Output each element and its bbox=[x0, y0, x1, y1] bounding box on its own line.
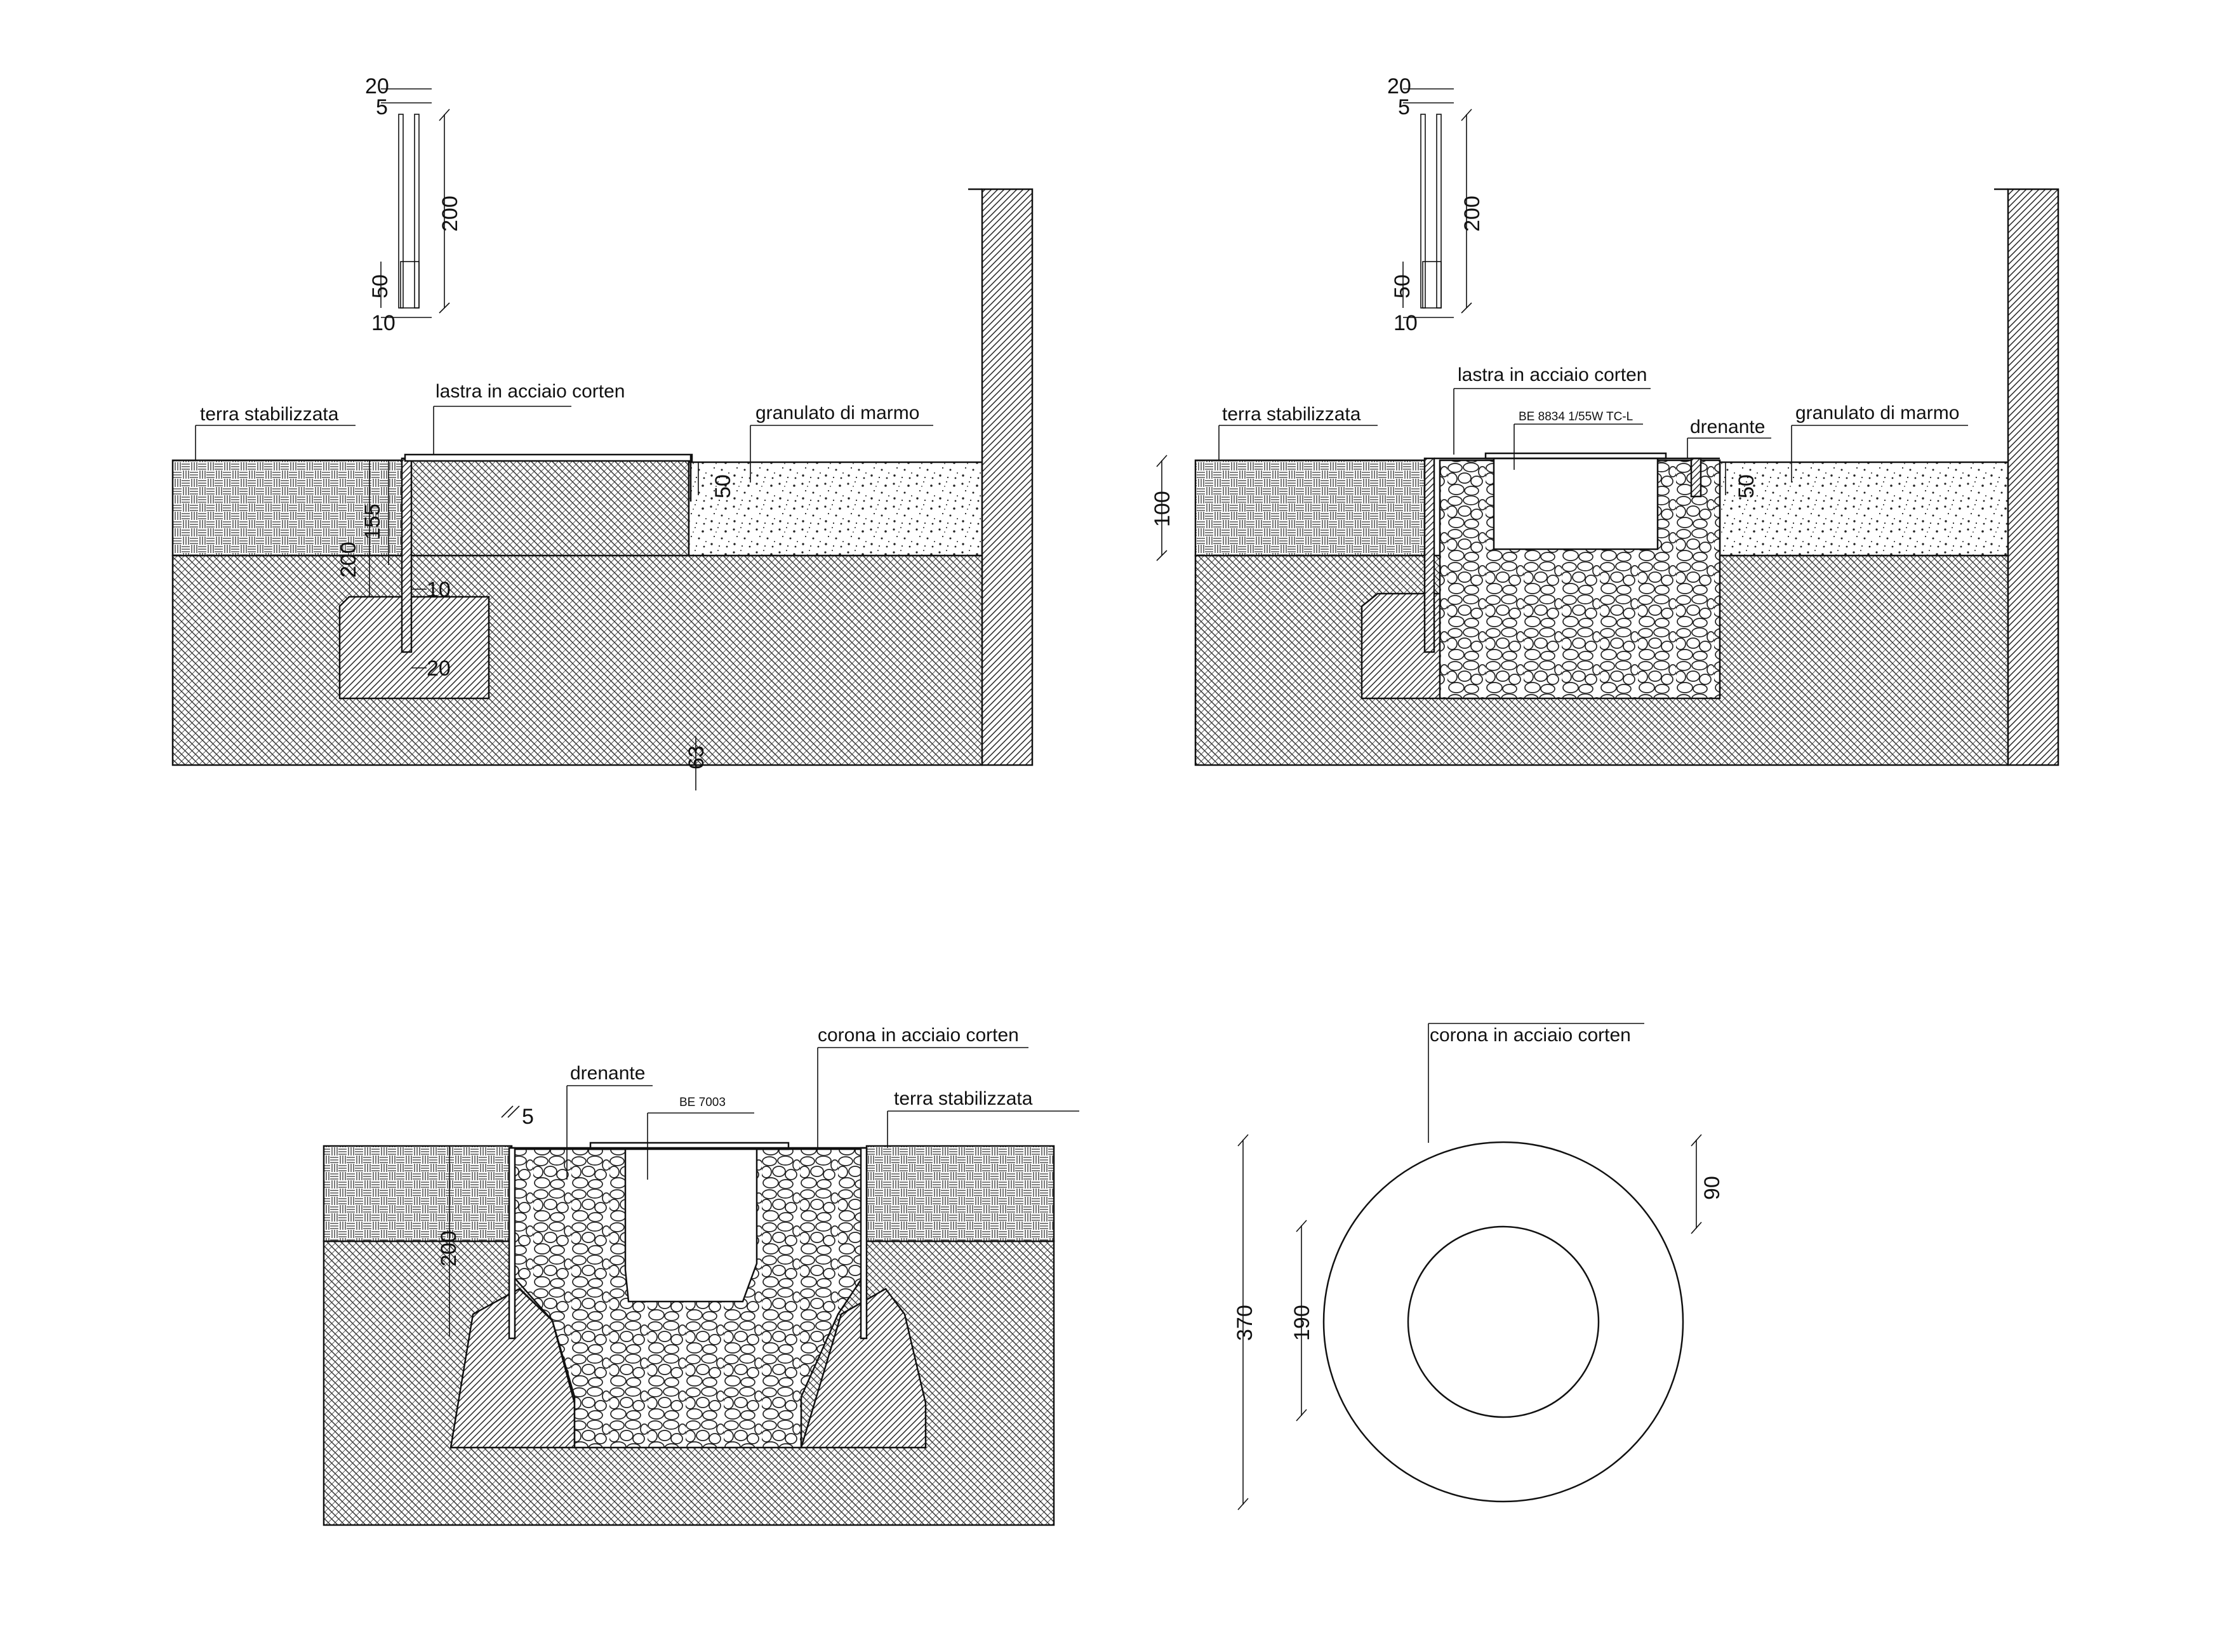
plate-elevation bbox=[1402, 88, 1472, 318]
corten-top-flange bbox=[404, 453, 693, 462]
terra-stabilizzata-layer bbox=[171, 459, 406, 557]
corona-ring-right bbox=[860, 1147, 868, 1340]
dim-offset: 10 bbox=[427, 578, 451, 602]
terra-stabilizzata-right bbox=[865, 1145, 1055, 1242]
dim-plate-band: 50 bbox=[368, 274, 392, 298]
dim-embed-part: 155 bbox=[361, 503, 385, 540]
dim-plate-top: 20 bbox=[1387, 74, 1411, 98]
concrete-footing bbox=[338, 596, 490, 700]
dim-gravel-depth: 50 bbox=[711, 474, 735, 498]
dim-footing: 20 bbox=[427, 656, 451, 681]
fixture-body bbox=[624, 1147, 758, 1303]
dim-plate-base: 10 bbox=[371, 311, 396, 335]
label-fixture-be7003: BE 7003 bbox=[679, 1096, 726, 1109]
label-corona-corten: corona in acciaio corten bbox=[1430, 1025, 1631, 1046]
detail-section-lastra: 20 5 200 50 10 terra stabilizzata lastra… bbox=[171, 74, 1034, 790]
dim-inner-diameter: 190 bbox=[1290, 1305, 1314, 1341]
dim-plate-inner: 5 bbox=[376, 95, 388, 119]
dim-plate-base: 10 bbox=[1394, 311, 1418, 335]
label-fixture-be8834: BE 8834 1/55W TC-L bbox=[1519, 410, 1633, 423]
label-drenante: drenante bbox=[1690, 416, 1765, 437]
dim-gravel-depth: 50 bbox=[1734, 474, 1759, 498]
subsoil-layer bbox=[171, 554, 983, 766]
detail-section-incasso: 20 5 200 50 10 terra stabilizzata lastra… bbox=[1150, 74, 2059, 766]
label-lastra-corten: lastra in acciaio corten bbox=[436, 381, 625, 402]
retaining-wall bbox=[981, 188, 1034, 766]
dim-plate-height: 200 bbox=[438, 196, 462, 232]
fixture-rim bbox=[589, 1142, 790, 1150]
retaining-wall bbox=[2007, 188, 2059, 766]
label-granulato-marmo: granulato di marmo bbox=[755, 403, 919, 423]
dim-plate-inner: 5 bbox=[1398, 95, 1410, 119]
dim-corona-thickness: 5 bbox=[522, 1105, 534, 1129]
corten-plate-right bbox=[1690, 457, 1702, 498]
label-terra-stabilizzata: terra stabilizzata bbox=[894, 1088, 1033, 1109]
corona-ring-left bbox=[508, 1147, 516, 1340]
corona-inner-circle bbox=[1407, 1225, 1600, 1418]
dim-ring-width: 90 bbox=[1700, 1176, 1724, 1200]
terra-stabilizzata-layer bbox=[1194, 459, 1429, 557]
label-granulato-marmo: granulato di marmo bbox=[1795, 403, 1959, 423]
soil-under-plate bbox=[404, 459, 690, 557]
dim-plate-height: 200 bbox=[1460, 196, 1484, 232]
dim-plate-top: 20 bbox=[365, 74, 389, 98]
dim-outer-diameter: 370 bbox=[1233, 1305, 1257, 1341]
terra-stabilizzata-left bbox=[323, 1145, 513, 1242]
label-terra-stabilizzata: terra stabilizzata bbox=[200, 404, 339, 425]
dim-plate-band: 50 bbox=[1390, 274, 1414, 298]
label-drenante: drenante bbox=[570, 1063, 645, 1084]
label-terra-stabilizzata: terra stabilizzata bbox=[1222, 404, 1361, 425]
granulato-layer bbox=[1719, 461, 2009, 557]
detail-section-corona: drenante BE 7003 corona in acciaio corte… bbox=[323, 1025, 1079, 1526]
dim-embed-total: 200 bbox=[336, 542, 361, 578]
label-lastra-corten: lastra in acciaio corten bbox=[1458, 364, 1647, 385]
corten-plate bbox=[401, 457, 413, 653]
plate-elevation bbox=[380, 88, 450, 318]
granulato-layer bbox=[688, 461, 983, 557]
corten-plate bbox=[1423, 457, 1435, 653]
dim-soil-depth: 100 bbox=[1150, 491, 1174, 527]
detail-plan-corona: corona in acciaio corten 370 190 90 bbox=[1233, 1023, 1724, 1510]
label-corona-corten: corona in acciaio corten bbox=[818, 1025, 1019, 1046]
dim-corona-depth: 200 bbox=[437, 1230, 461, 1267]
fixture-body bbox=[1493, 455, 1659, 550]
dim-bottom: 63 bbox=[684, 745, 709, 769]
